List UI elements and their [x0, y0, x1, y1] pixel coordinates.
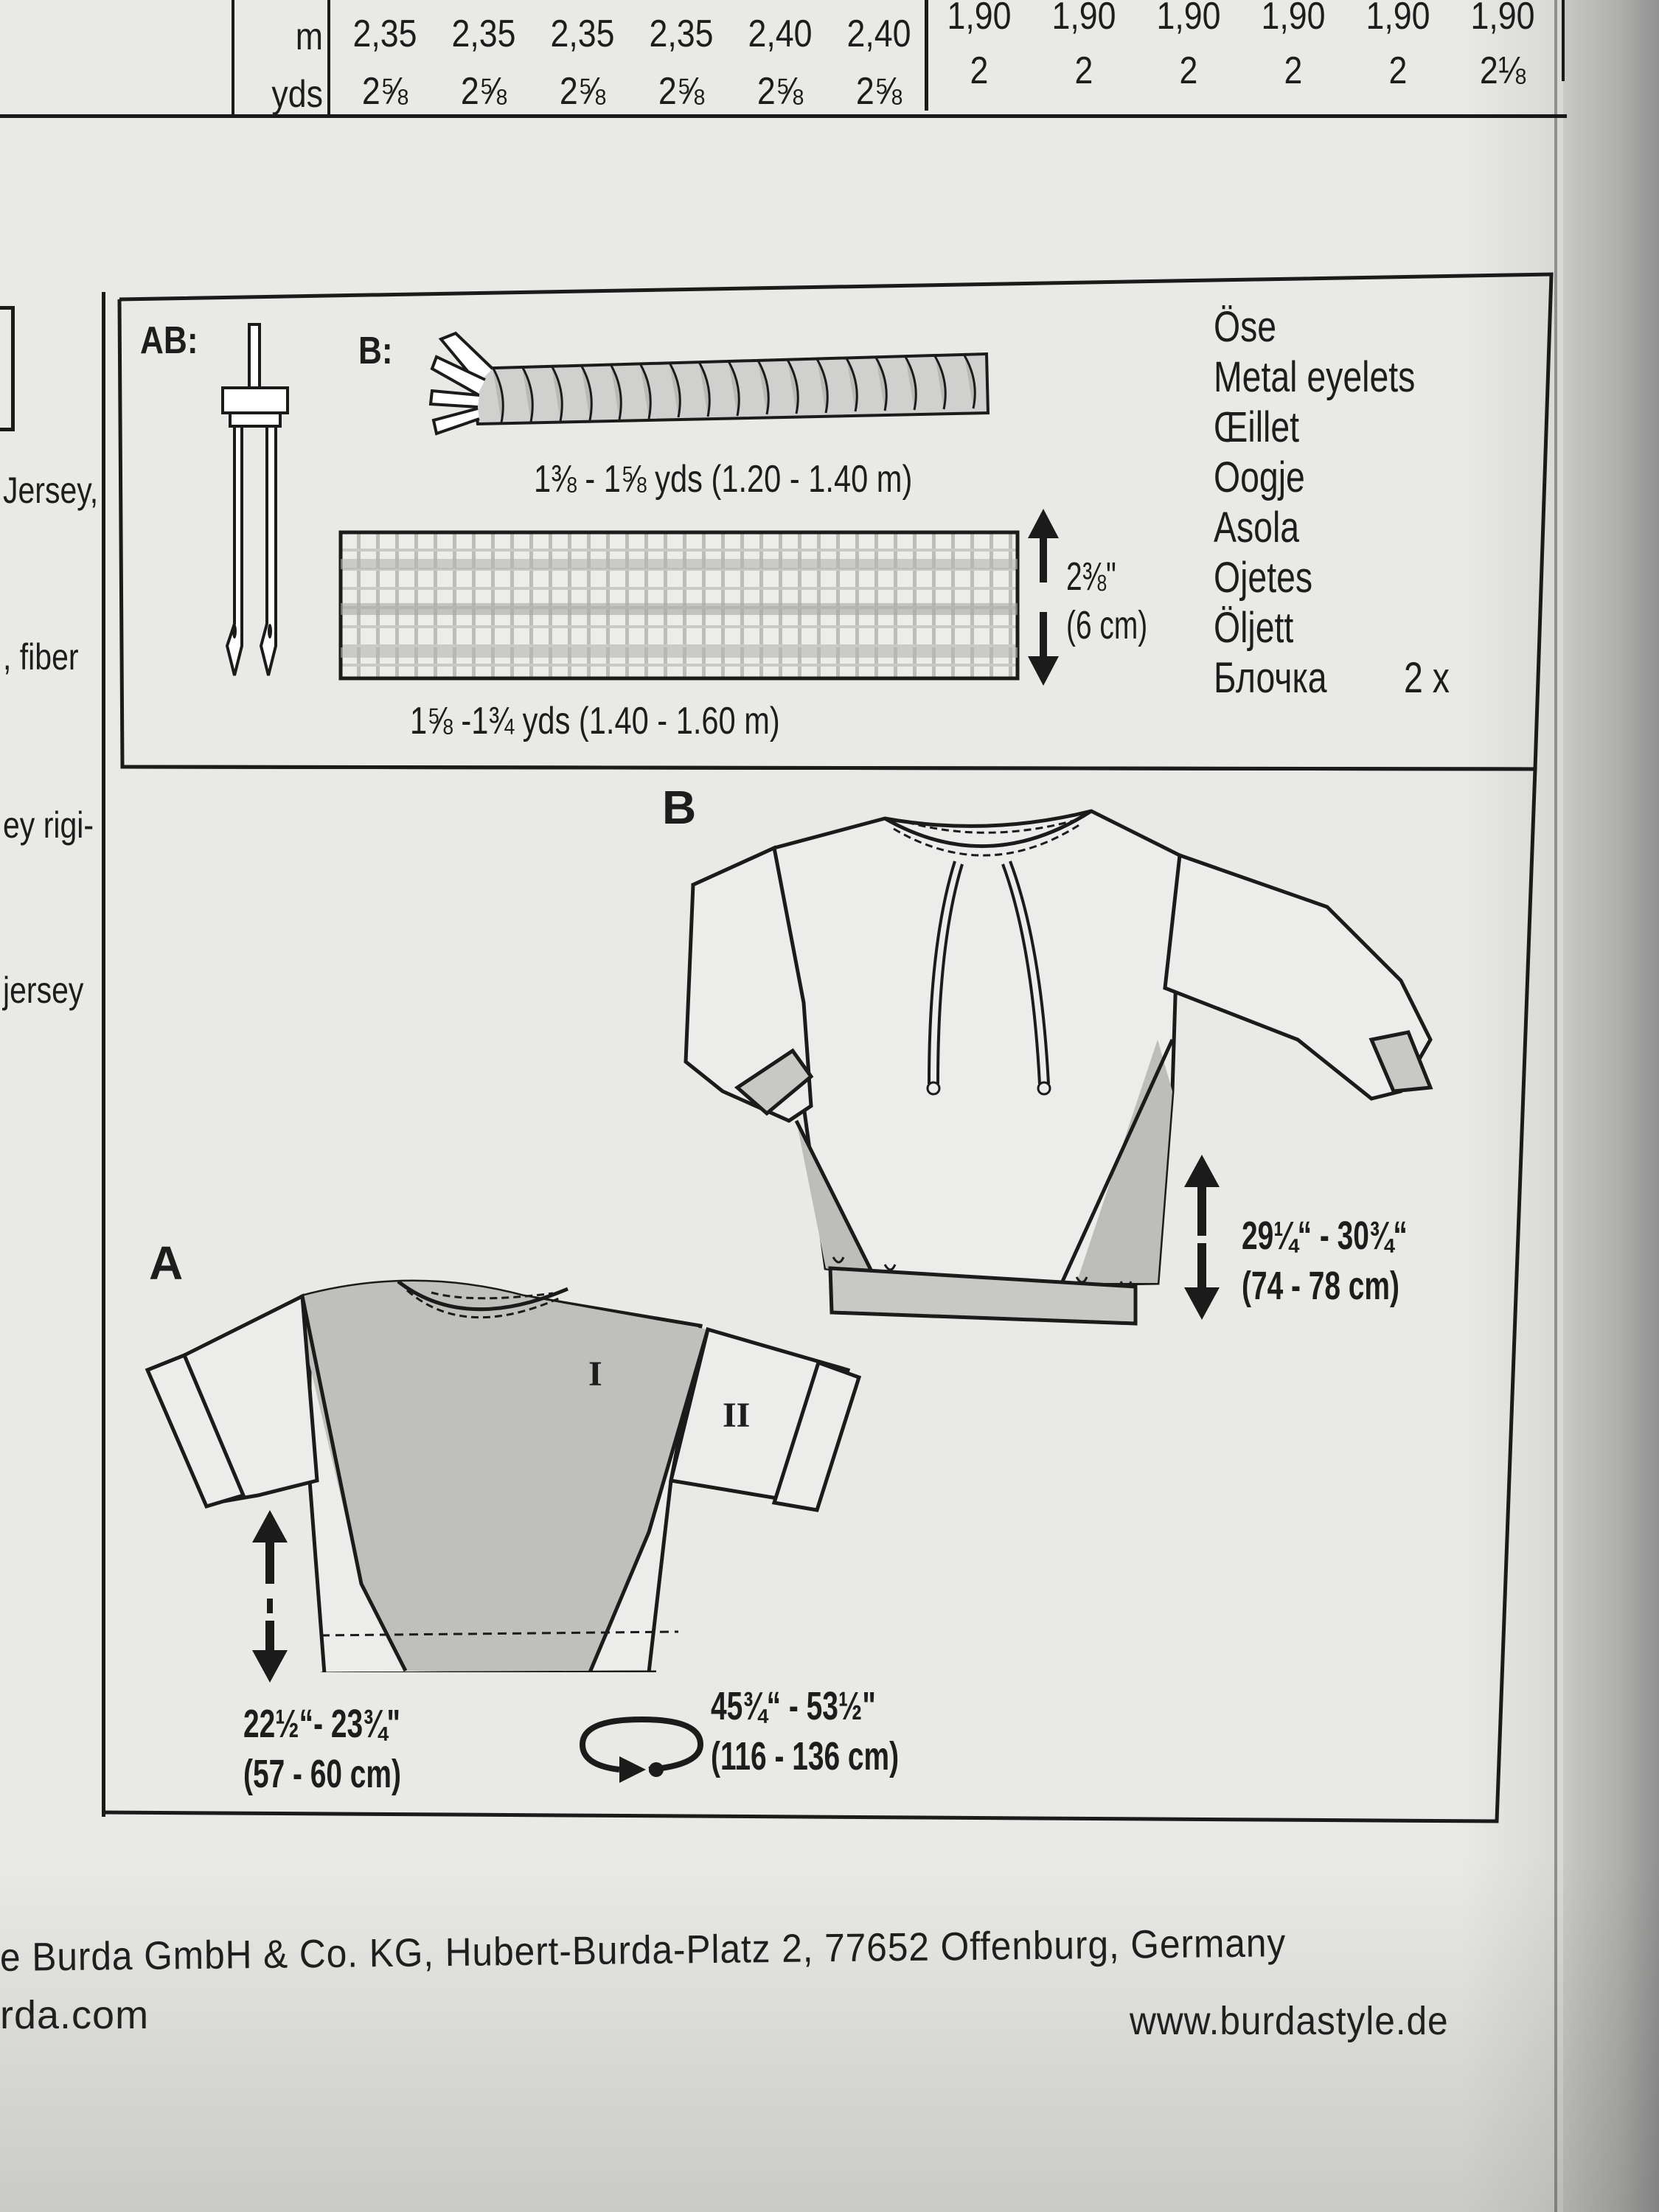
- view-a-width-in: 45¾“ - 53½": [711, 1684, 876, 1728]
- meter-value: 1,90: [1156, 0, 1221, 38]
- view-b-length-in: 29¼“ - 30¾“: [1242, 1214, 1408, 1258]
- eyelet-name-en: Metal eyelets: [1214, 353, 1416, 401]
- publisher-site-left: rda.com: [0, 1993, 150, 2037]
- table-bottom-rule: [0, 114, 1567, 118]
- ab-label: AB:: [140, 319, 198, 362]
- twin-needle-icon: [221, 323, 289, 676]
- eyelet-name-list: Öse Metal eyelets Œillet Oogje Asola Oje…: [1214, 302, 1466, 703]
- view-b-length-arrow-icon: [1184, 1155, 1220, 1320]
- piece-label-i: I: [588, 1354, 602, 1394]
- page-edge-line: [1554, 0, 1557, 2212]
- column-rule: [102, 292, 105, 1817]
- yard-value: 2⅝: [855, 70, 902, 113]
- row-label-yds: yds: [271, 73, 323, 116]
- yard-value: 2: [1284, 49, 1303, 92]
- view-b-label: B: [662, 781, 697, 834]
- eyelet-quantity: 2 x: [1404, 654, 1450, 702]
- row-label-m: m: [295, 15, 323, 58]
- view-b-sweatshirt-drawing: [684, 809, 1433, 1326]
- yard-value: 2⅝: [757, 70, 804, 113]
- yard-value: 2: [1388, 49, 1408, 92]
- yard-value: 2: [970, 49, 989, 92]
- view-a-width-circle-icon: [579, 1716, 704, 1783]
- eyelet-name-de: Öse: [1214, 303, 1277, 351]
- left-text-2: , fiber: [3, 636, 79, 678]
- eyelet-name-ru: Блочка: [1214, 654, 1327, 702]
- left-text-4: jersey: [3, 970, 84, 1011]
- piece-label-ii: II: [723, 1396, 751, 1435]
- yard-value: 2⅝: [361, 70, 408, 113]
- left-text-1: Jersey,: [3, 470, 99, 511]
- eyelet-name-fr: Œillet: [1214, 403, 1300, 451]
- yard-value: 2: [1179, 49, 1198, 92]
- page-edge: [1563, 0, 1659, 2212]
- view-a-length-cm: (57 - 60 cm): [243, 1752, 401, 1796]
- table-rule: [925, 0, 928, 111]
- meter-value: 1,90: [1261, 0, 1326, 38]
- eyelet-quantity-wrap: 2 x: [1404, 653, 1461, 703]
- ribbing-width-in: 2⅜": [1066, 554, 1116, 599]
- view-a-label: A: [149, 1237, 184, 1290]
- meter-value: 2,35: [451, 13, 516, 55]
- meter-value: 1,90: [1051, 0, 1116, 38]
- publisher-site-right: www.burdastyle.de: [1130, 1999, 1449, 2043]
- yard-value: 2⅝: [559, 70, 606, 113]
- eyelet-name-nl: Oogje: [1214, 453, 1305, 501]
- meter-value: 2,35: [550, 13, 615, 55]
- ribbing-icon: [338, 530, 1020, 681]
- table-rule: [327, 0, 330, 118]
- swatch-box: [0, 306, 15, 431]
- eyelet-name-es: Ojetes: [1214, 554, 1313, 602]
- yard-value: 2: [1074, 49, 1093, 92]
- meter-value: 2,35: [352, 13, 417, 55]
- left-text-3: ey rigi-: [3, 804, 94, 846]
- ribbing-width-arrow-icon: [1028, 509, 1059, 686]
- view-a-length-in: 22½“- 23¾": [243, 1702, 400, 1746]
- view-a-width-cm: (116 - 136 cm): [711, 1734, 900, 1778]
- cord-icon: [428, 331, 990, 436]
- ribbing-length: 1⅝ -1¾ yds (1.40 - 1.60 m): [410, 700, 780, 742]
- meter-value: 1,90: [1366, 0, 1430, 38]
- table-rule: [1562, 0, 1565, 81]
- meter-value: 1,90: [947, 0, 1012, 38]
- meter-value: 2,35: [649, 13, 714, 55]
- eyelet-name-sv: Öljett: [1214, 604, 1294, 652]
- yard-value: 2⅝: [460, 70, 507, 113]
- b-label: B:: [358, 330, 393, 372]
- yard-value: 2⅝: [658, 70, 705, 113]
- view-b-length-cm: (74 - 78 cm): [1242, 1264, 1399, 1308]
- eyelet-name-it: Asola: [1214, 504, 1300, 552]
- view-a-length-arrow-icon: [252, 1510, 288, 1683]
- view-a-top-drawing: [145, 1279, 862, 1672]
- ribbing-width-cm: (6 cm): [1066, 603, 1148, 647]
- meter-value: 2,40: [748, 13, 813, 55]
- meter-value: 2,40: [846, 13, 911, 55]
- meter-value: 1,90: [1470, 0, 1535, 38]
- yard-value: 2⅛: [1479, 49, 1526, 92]
- cord-length: 1⅜ - 1⅝ yds (1.20 - 1.40 m): [534, 458, 913, 501]
- table-rule: [232, 0, 234, 118]
